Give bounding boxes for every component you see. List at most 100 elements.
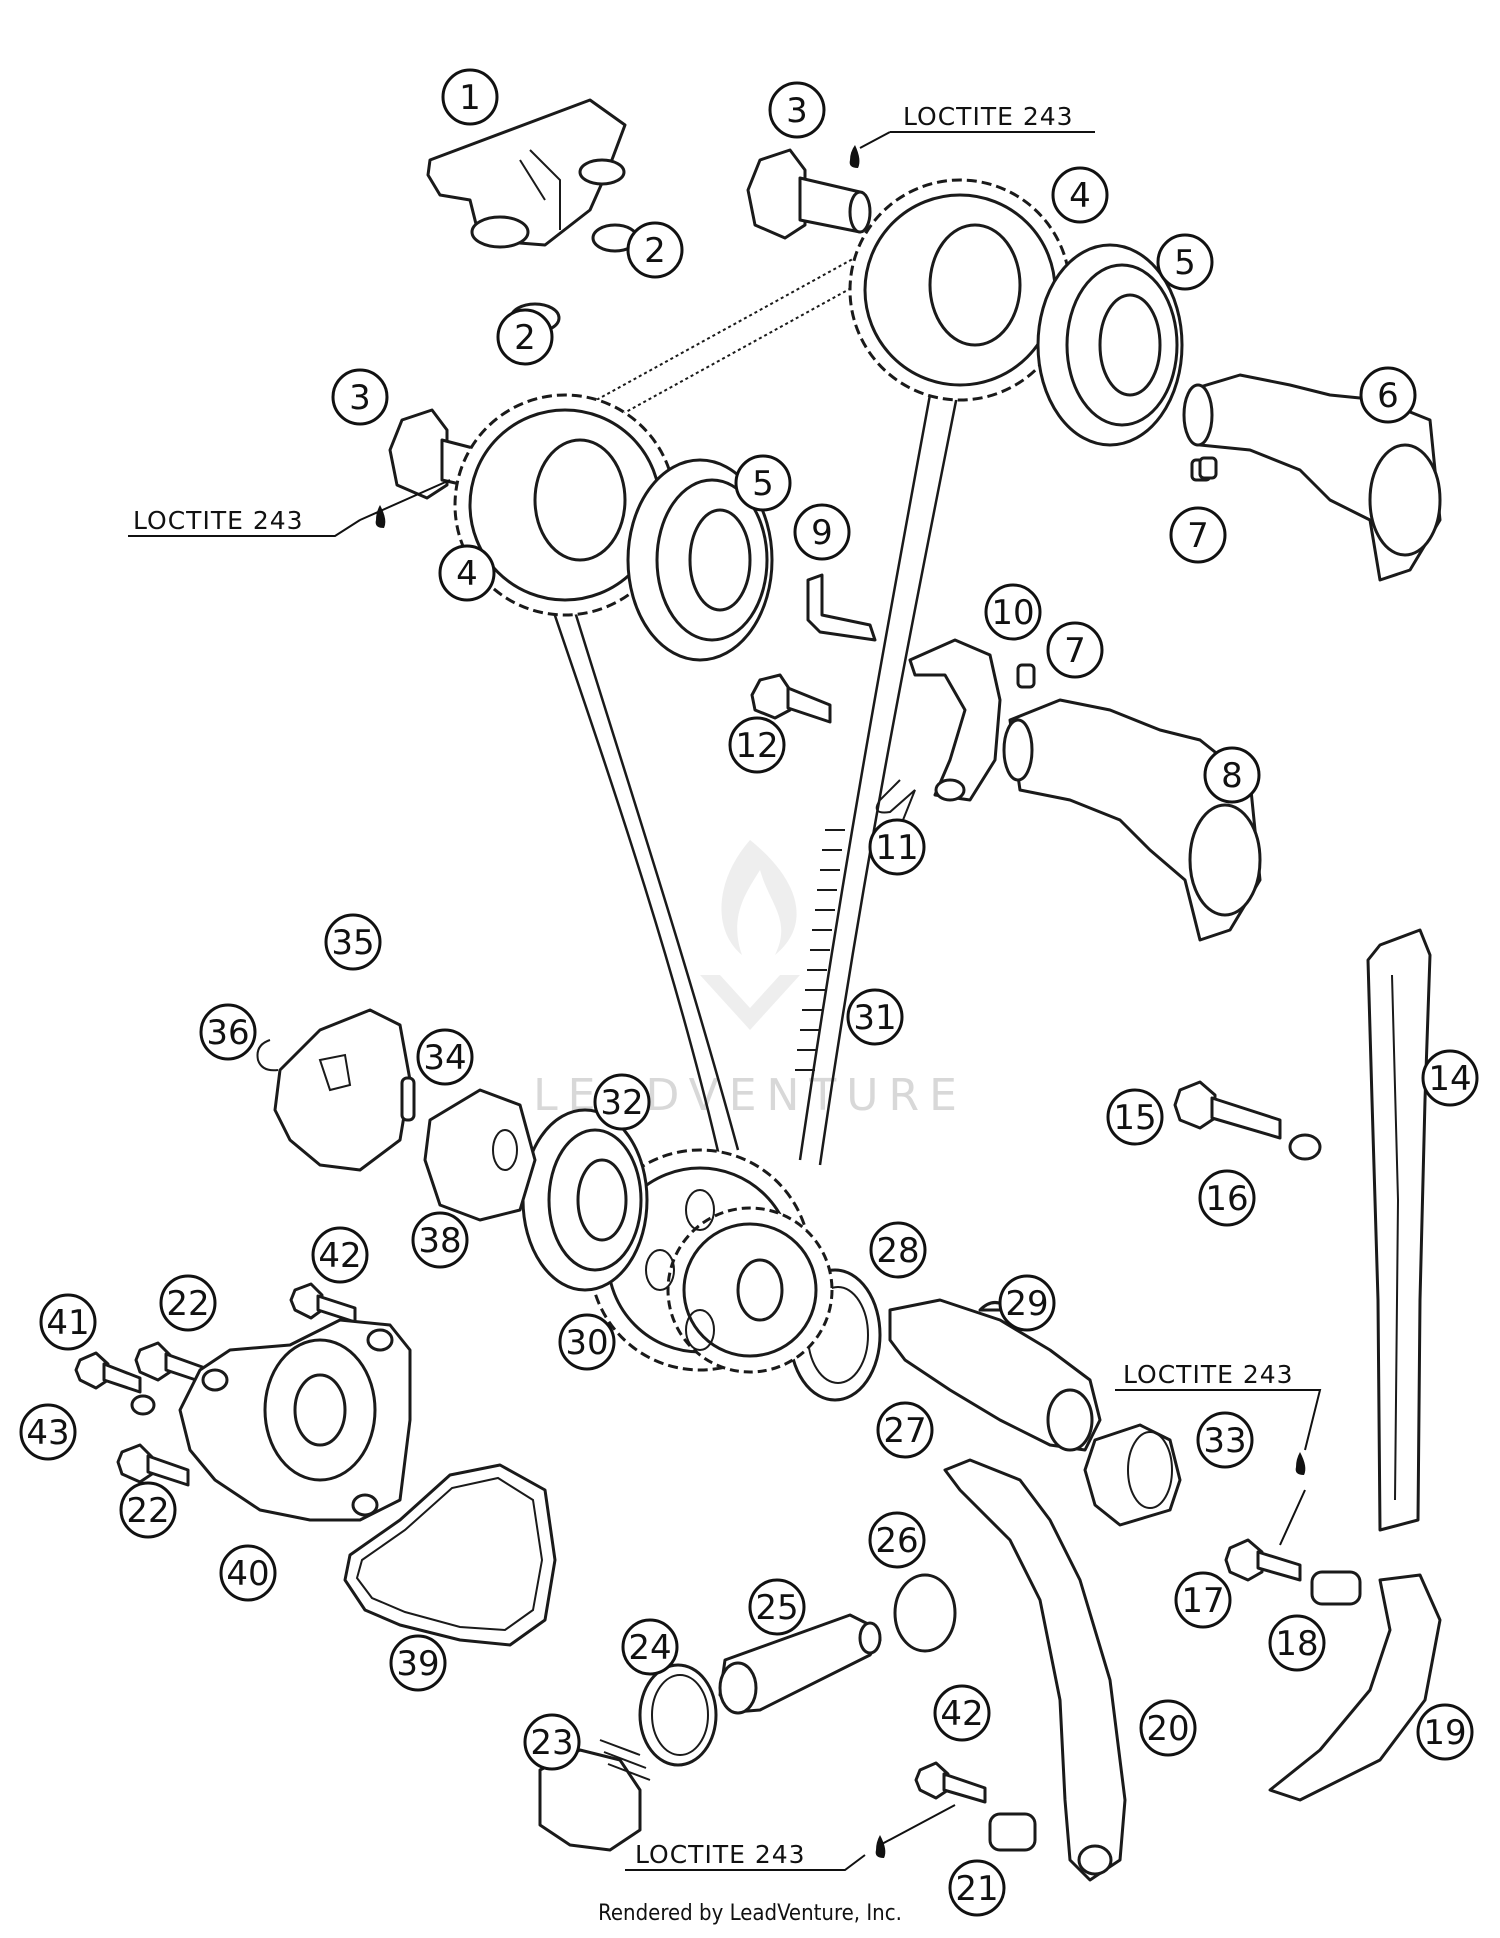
callout-34: 34 [416, 1028, 474, 1086]
callout-number: 24 [628, 1628, 671, 1668]
callout-32: 32 [593, 1073, 651, 1131]
callout-circle [1421, 1049, 1479, 1107]
callout-number: 12 [735, 726, 778, 766]
callout-circle [1416, 1703, 1474, 1761]
callout-5: 5 [734, 454, 792, 512]
callout-17: 17 [1174, 1571, 1232, 1629]
bolt-22-upper-part [134, 1341, 207, 1385]
callout-circle [19, 1403, 77, 1461]
callout-number: 43 [26, 1413, 69, 1453]
loctite-note-right: LOCTITE 243 [1115, 1360, 1322, 1546]
chain-guide-rail-part [1366, 928, 1432, 1532]
callout-9: 9 [793, 503, 851, 561]
callout-circle [933, 1684, 991, 1742]
bolt-17-part [1224, 1538, 1302, 1582]
callout-circle [1359, 366, 1417, 424]
dowel-pin-upper [1198, 456, 1218, 480]
bearing-upper-part [1036, 243, 1184, 447]
callout-16: 16 [1198, 1169, 1256, 1227]
callout-circle [159, 1274, 217, 1332]
callout-23: 23 [523, 1713, 581, 1771]
callout-number: 22 [166, 1284, 209, 1324]
camshaft-6-part [1182, 373, 1442, 582]
callout-circle [1196, 1411, 1254, 1469]
loctite-drop-icon [849, 145, 860, 168]
callout-circle [1268, 1614, 1326, 1672]
callout-number: 18 [1275, 1624, 1318, 1664]
watermark: LEADVENTURE [533, 840, 957, 1121]
gasket-39-part [343, 1463, 557, 1647]
callout-3: 3 [768, 81, 826, 139]
callout-4: 4 [438, 544, 496, 602]
callout-number: 15 [1113, 1098, 1156, 1138]
dowel-pin-lower [1016, 663, 1036, 689]
callout-41: 41 [39, 1293, 97, 1351]
callout-20: 20 [1139, 1699, 1197, 1757]
callout-circle [199, 1003, 257, 1061]
callout-24: 24 [621, 1618, 679, 1676]
callout-22: 22 [119, 1481, 177, 1539]
callout-40: 40 [219, 1544, 277, 1602]
callout-number: 26 [875, 1521, 918, 1561]
bolt-22-lower-part [116, 1443, 190, 1487]
callout-31: 31 [846, 988, 904, 1046]
callout-number: 11 [875, 828, 918, 868]
callout-number: 42 [940, 1694, 983, 1734]
tensioner-rail-20-part [943, 1458, 1127, 1882]
callout-10: 10 [984, 583, 1042, 641]
callout-11: 11 [868, 818, 926, 876]
sleeve-21-part [988, 1812, 1037, 1852]
callout-18: 18 [1268, 1614, 1326, 1672]
callout-number: 7 [1187, 516, 1209, 556]
callout-number: 2 [514, 318, 536, 358]
callout-circle [868, 818, 926, 876]
callout-circle [1203, 746, 1261, 804]
callout-number: 14 [1428, 1059, 1471, 1099]
footer-credit: Rendered by LeadVenture, Inc. [598, 1901, 902, 1926]
callout-5: 5 [1156, 233, 1214, 291]
callout-39: 39 [389, 1634, 447, 1692]
callout-circle [948, 1859, 1006, 1917]
callout-number: 19 [1423, 1713, 1466, 1753]
callout-19: 19 [1416, 1703, 1474, 1761]
callout-33: 33 [1196, 1411, 1254, 1469]
disc-35-part [273, 1008, 412, 1172]
callout-12: 12 [728, 716, 786, 774]
callout-circle [793, 503, 851, 561]
callout-circle [748, 1578, 806, 1636]
callout-number: 27 [883, 1411, 926, 1451]
callout-number: 16 [1205, 1179, 1248, 1219]
callout-number: 36 [206, 1013, 249, 1053]
callout-circle [876, 1401, 934, 1459]
callout-circle [324, 913, 382, 971]
callout-14: 14 [1421, 1049, 1479, 1107]
callout-circle [734, 454, 792, 512]
water-pump-cover-part [178, 1318, 412, 1522]
callout-circle [311, 1226, 369, 1284]
callout-number: 21 [955, 1869, 998, 1909]
bearing-32-part [521, 1108, 649, 1292]
callout-circle [869, 1221, 927, 1279]
plug-23-part [538, 1739, 651, 1852]
callout-circle [219, 1544, 277, 1602]
callout-43: 43 [19, 1403, 77, 1461]
washer-43-part [130, 1394, 156, 1416]
sleeve-18-part [1310, 1570, 1362, 1606]
callout-number: 4 [1069, 176, 1091, 216]
callout-number: 35 [331, 923, 374, 963]
callout-8: 8 [1203, 746, 1261, 804]
callout-15: 15 [1106, 1088, 1164, 1146]
spring-clip-part [875, 779, 916, 841]
o-ring-26-part [893, 1573, 957, 1653]
bolt-41-part [74, 1351, 142, 1394]
callout-36: 36 [199, 1003, 257, 1061]
callout-circle [1198, 1169, 1256, 1227]
camshaft-sprocket-lower [453, 393, 677, 617]
callout-30: 30 [558, 1313, 616, 1371]
pin-9-part [806, 573, 877, 642]
callout-circle [1174, 1571, 1232, 1629]
callout-number: 4 [456, 554, 478, 594]
needle-bearing-33-part [1083, 1423, 1182, 1527]
callout-circle [626, 221, 684, 279]
